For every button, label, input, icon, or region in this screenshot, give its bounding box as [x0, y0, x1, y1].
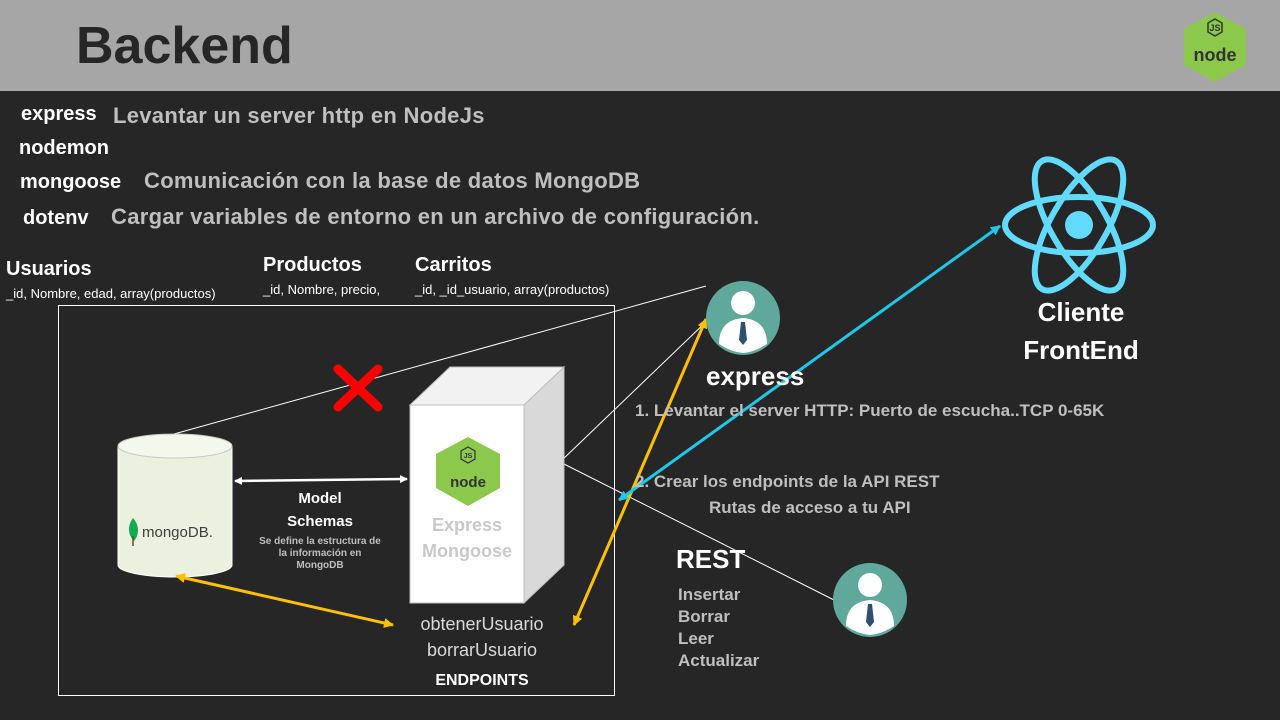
server-label-express: Express	[432, 515, 502, 535]
rest-operations-list: Insertar Borrar Leer Actualizar	[678, 584, 759, 672]
model-arrow	[234, 475, 408, 485]
schemas-note-line-1: Se define la estructura de	[259, 536, 381, 547]
collection-usuarios-fields: _id, Nombre, edad, array(productos)	[6, 286, 216, 301]
header-bar	[0, 0, 1280, 91]
schemas-note-line-3: MongoDB	[296, 560, 344, 571]
page-title: Backend	[76, 17, 293, 75]
express-user-avatar-icon	[706, 281, 780, 355]
react-logo-icon	[1002, 156, 1156, 294]
collection-productos-title: Productos	[263, 254, 362, 276]
endpoint-borrar-usuario: borrarUsuario	[426, 640, 538, 660]
nodejs-logo-icon: JS node	[1184, 12, 1246, 82]
package-mongoose-desc: Comunicación con la base de datos MongoD…	[144, 168, 641, 193]
rest-user-avatar-icon	[833, 563, 907, 637]
express-step-2-sub: Rutas de acceso a tu API	[709, 498, 911, 517]
express-step-2: 2. Crear los endpoints de la API REST	[635, 472, 940, 491]
schemas-label: Schemas	[287, 513, 353, 530]
node-logo-js-text: JS	[1209, 23, 1220, 33]
rest-operation-leer: Leer	[678, 629, 714, 648]
client-label-line-2: FrontEnd	[1023, 335, 1139, 365]
mongodb-label: mongoDB.	[142, 524, 213, 541]
package-dotenv-desc: Cargar variables de entorno en un archiv…	[111, 204, 760, 229]
mongodb-endpoints-arrow	[175, 573, 394, 628]
collection-productos-fields: _id, Nombre, precio,	[263, 282, 381, 297]
package-express-name: express	[21, 103, 97, 125]
rest-operation-borrar: Borrar	[678, 607, 730, 626]
collection-carritos-title: Carritos	[415, 254, 492, 276]
api-client-arrow	[618, 224, 1001, 502]
endpoints-label: ENDPOINTS	[435, 672, 529, 689]
rest-label: REST	[676, 544, 746, 574]
blocked-cross-icon	[333, 364, 383, 412]
package-express-desc: Levantar un server http en NodeJs	[113, 103, 485, 128]
connector-server-express	[559, 318, 710, 463]
mongodb-database-icon: mongoDB.	[117, 433, 233, 578]
package-nodemon-name: nodemon	[19, 137, 109, 159]
rest-operation-actualizar: Actualizar	[678, 651, 760, 670]
node-badge-icon	[436, 437, 500, 506]
node-logo-text: node	[1194, 45, 1237, 65]
node-badge-text: node	[450, 474, 486, 491]
package-mongoose-name: mongoose	[20, 171, 122, 193]
express-step-1: 1. Levantar el server HTTP: Puerto de es…	[635, 401, 1105, 420]
schemas-note-line-2: la información en	[278, 548, 362, 559]
collection-usuarios-title: Usuarios	[6, 258, 92, 280]
package-dotenv-name: dotenv	[23, 207, 89, 229]
express-label: express	[706, 361, 805, 391]
collection-carritos-fields: _id, _id_usuario, array(productos)	[415, 282, 610, 297]
node-badge-js-text: JS	[464, 453, 473, 460]
rest-operation-insertar: Insertar	[678, 585, 741, 604]
endpoint-obtener-usuario: obtenerUsuario	[420, 614, 544, 634]
client-label-line-1: Cliente	[1037, 297, 1125, 327]
server-label-mongoose: Mongoose	[422, 541, 512, 561]
server-box: JS node Express Mongoose	[408, 365, 566, 605]
connector-mongodb-express	[173, 285, 707, 435]
model-label: Model	[298, 490, 342, 507]
schemas-note: Se define la estructura de la informació…	[240, 536, 400, 572]
